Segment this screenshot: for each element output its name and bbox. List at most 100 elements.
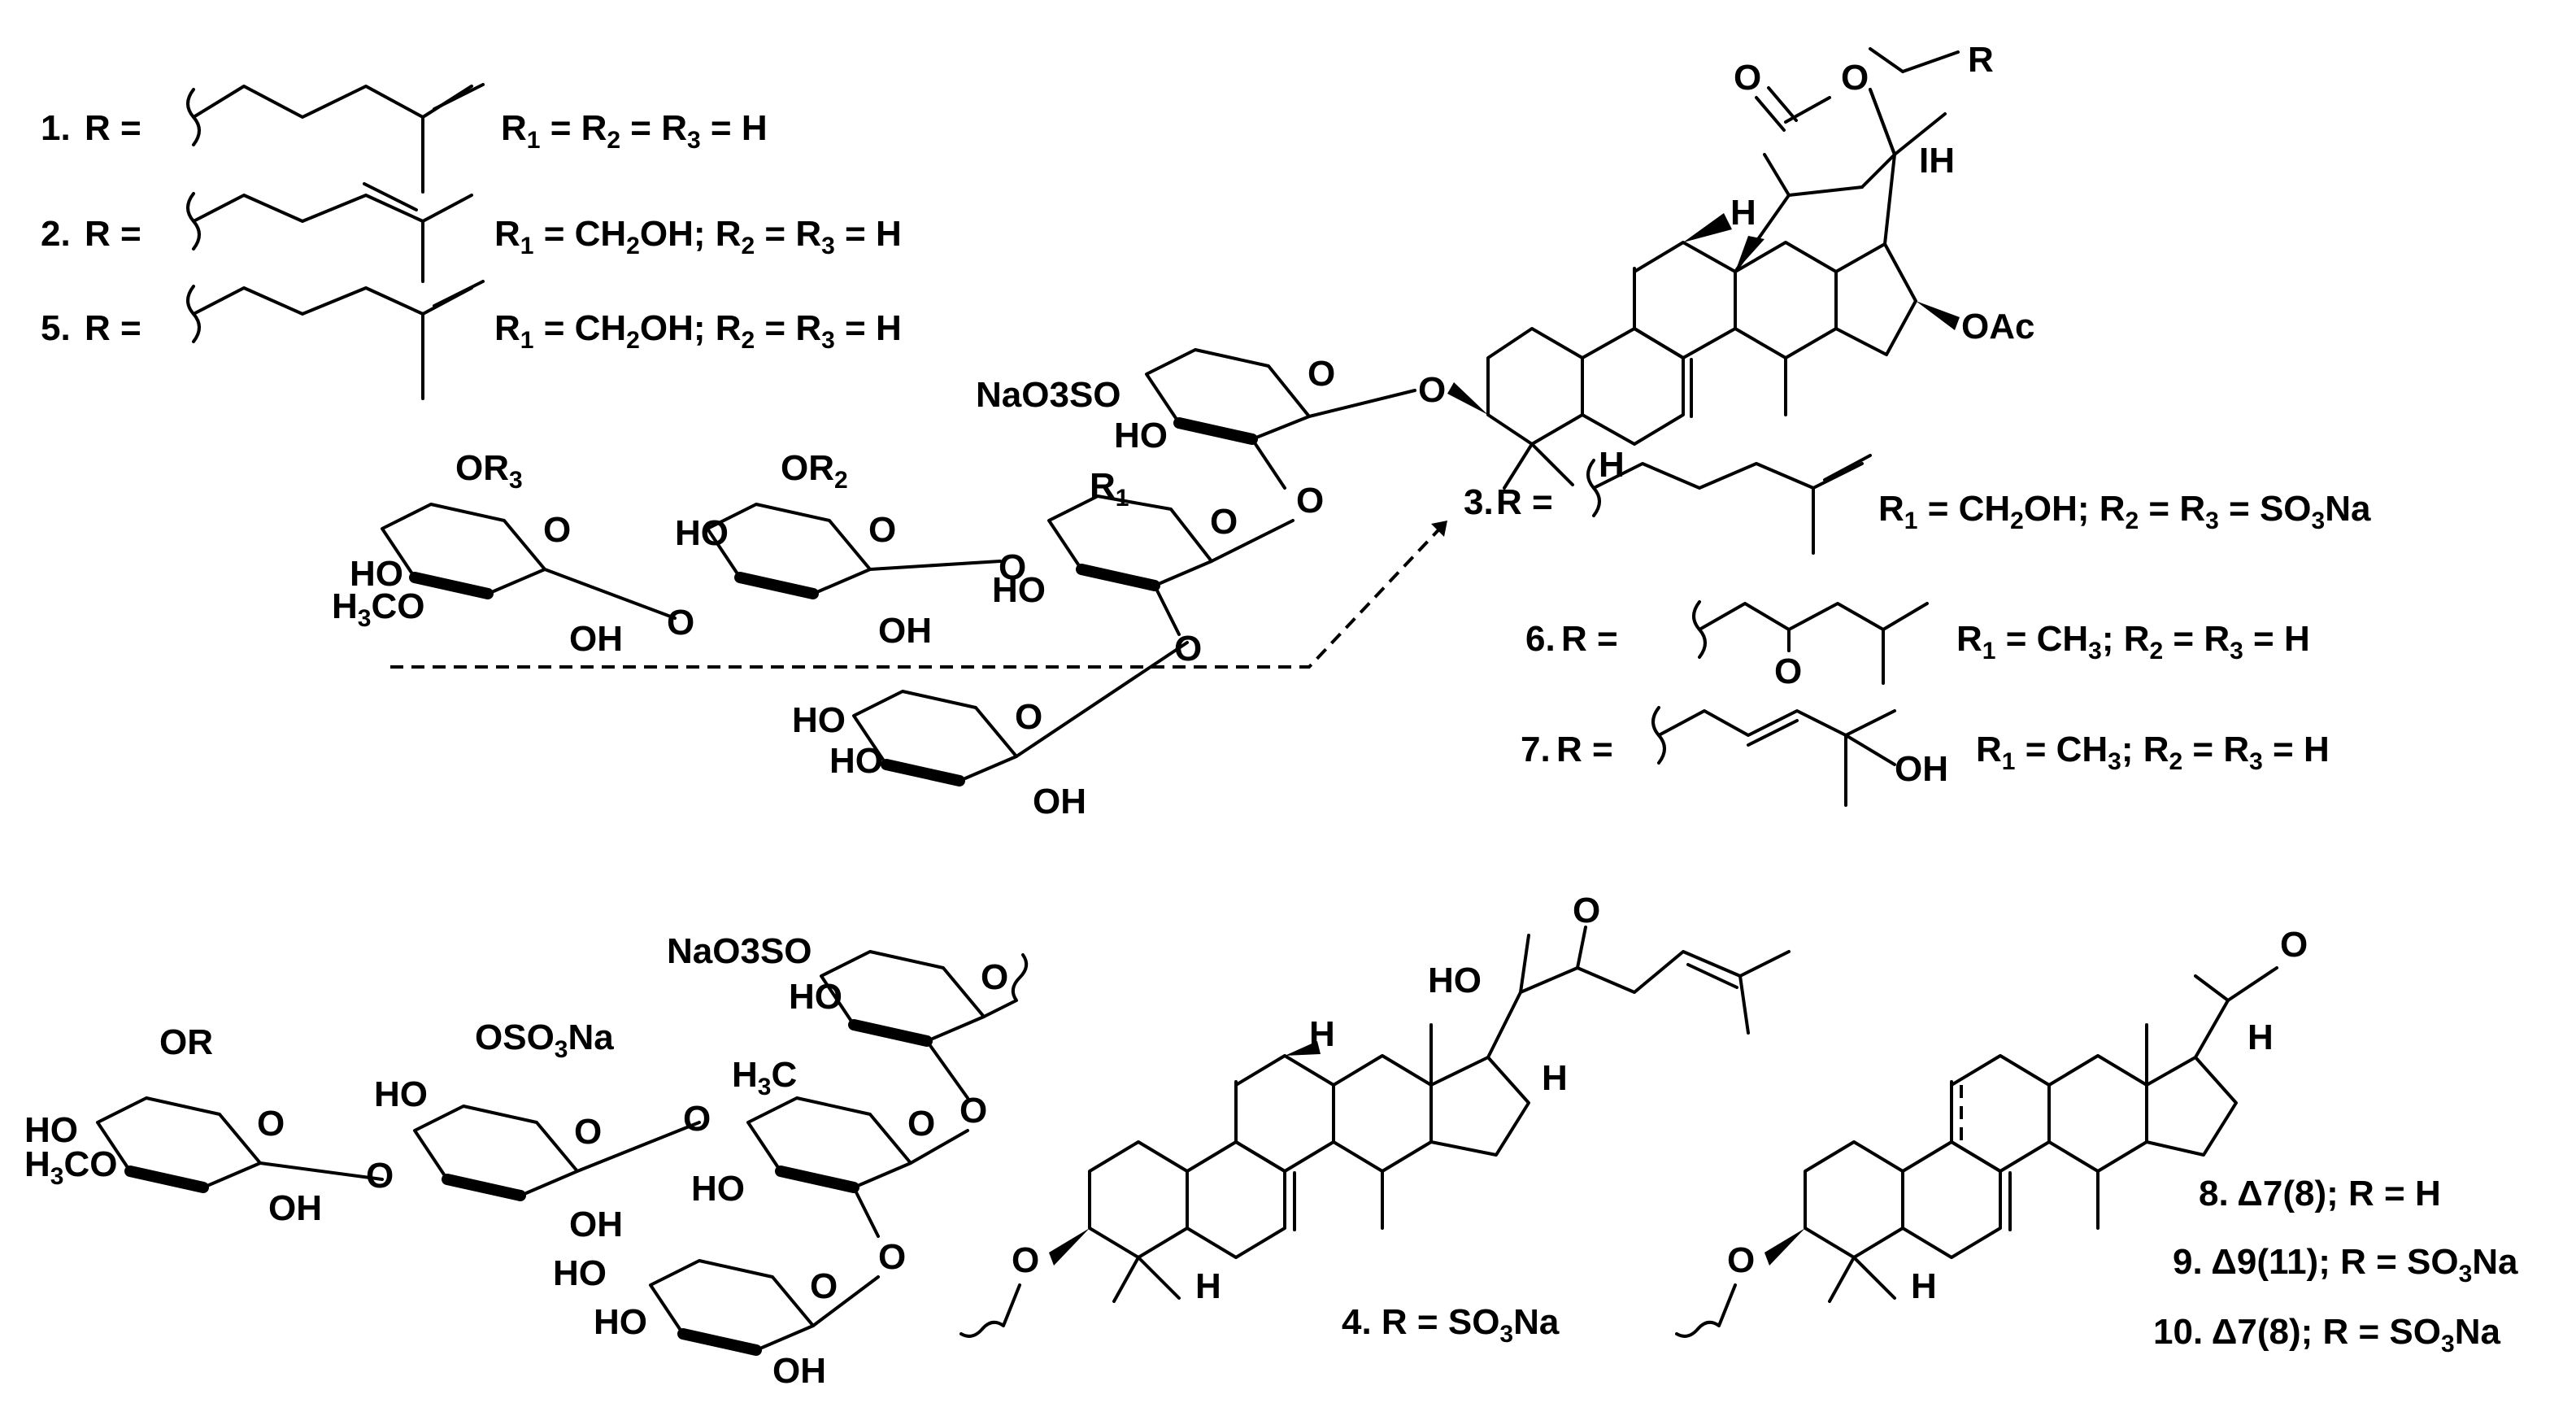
compound-6-r-eq: R = xyxy=(1561,619,1618,659)
or-label: OR xyxy=(159,1022,213,1062)
compound-8-label: 8. Δ7(8); R = H xyxy=(2199,1174,2441,1213)
quinovose-ring-bottom xyxy=(746,1096,912,1189)
atom-h-5-c: H xyxy=(1911,1266,1937,1306)
xylose-ring-bottom xyxy=(820,950,986,1043)
aglycone-compound-8-10: O H H O 8. Δ7(8); R = H 9. Δ9(11); R = S… xyxy=(1675,925,2518,1357)
sugar-chain-bottom: O NaO3SO HO O O H3C HO O O OSO3Na HO OH … xyxy=(24,931,1029,1391)
methylglucose-ring-o: O xyxy=(543,510,571,550)
glucose-ring-bottom xyxy=(413,1105,579,1197)
quinovose-ring-o: O xyxy=(1210,502,1238,542)
oh-label: HO xyxy=(675,513,729,553)
ketone-o-8: O xyxy=(2280,925,2308,965)
link-o-b4: O xyxy=(366,1156,394,1196)
oh-label: OH xyxy=(1895,749,1948,789)
compound-6-number: 6. xyxy=(1525,619,1556,659)
aglycone-top: O O R IH H OAc H O xyxy=(1418,40,2034,490)
xylose-branch-bottom-o: O xyxy=(810,1266,838,1306)
xylose-ring-o: O xyxy=(1308,354,1335,394)
r1-label: R1 xyxy=(1090,466,1129,512)
or2-label: OR2 xyxy=(781,448,848,494)
h3co-label: H3CO xyxy=(332,586,424,632)
compound-5-number: 5. xyxy=(41,308,71,348)
link-o-b1: O xyxy=(959,1091,987,1131)
xylose-branch-o: O xyxy=(1015,697,1042,737)
compound-10-label: 10. Δ7(8); R = SO3Na xyxy=(2153,1312,2500,1357)
compound-7-substituents: R1 = CH3; R2 = R3 = H xyxy=(1976,730,2330,775)
ring-b xyxy=(1581,327,1685,446)
side-chain-1 xyxy=(192,85,473,119)
compound-2-substituents: R1 = CH2OH; R2 = R3 = H xyxy=(494,214,902,259)
oh-label: OH xyxy=(772,1351,826,1391)
oh-label: OH xyxy=(1033,782,1086,821)
glucose-bottom-o: O xyxy=(574,1112,602,1152)
compound-5-legend: 5. R = R1 = CH2OH; R2 = R3 = H xyxy=(41,280,902,400)
xylose-branch-bottom xyxy=(649,1259,815,1352)
compound-1-number: 1. xyxy=(41,108,71,148)
h3c-label: H3C xyxy=(732,1055,797,1100)
compound-1-legend: 1. R = R1 = R2 = R3 = H xyxy=(41,83,768,194)
atom-oac: OAc xyxy=(1961,307,2034,346)
sugar-chain-top: O NaO3SO HO O O R1 HO O O OR2 HO OH O O … xyxy=(332,348,1449,821)
ring-c xyxy=(1633,241,1737,359)
oh-label: HO xyxy=(829,741,883,781)
methylglucose-bottom-o: O xyxy=(257,1104,285,1144)
oh-label: OH xyxy=(569,1205,623,1244)
link-o-b2: O xyxy=(878,1237,906,1277)
atom-o-3b: O xyxy=(1012,1240,1039,1280)
oh-label: OH xyxy=(569,619,623,659)
compound-6-legend: 6. R = O R1 = CH3; R2 = R3 = H xyxy=(1525,600,2310,691)
oh-label: HO xyxy=(691,1169,745,1209)
oh-label: HO xyxy=(350,554,403,594)
compound-3-substituents: R1 = CH2OH; R2 = R3 = SO3Na xyxy=(1878,489,2371,534)
compound-2-number: 2. xyxy=(41,214,71,254)
atom-r: R xyxy=(1968,40,1994,80)
compound-4-label: 4. R = SO3Na xyxy=(1342,1302,1560,1348)
methylglucose-ring-bottom xyxy=(96,1096,262,1189)
ketone-o-4: O xyxy=(1573,891,1600,930)
compound-3-r-eq: R = xyxy=(1496,482,1553,522)
atom-o-3c: O xyxy=(1727,1240,1755,1280)
atom-o-3: O xyxy=(1418,370,1446,410)
compound-1-r-eq: R = xyxy=(85,108,141,148)
oh-label: HO xyxy=(24,1110,78,1150)
atom-h-17b: H xyxy=(2247,1017,2274,1057)
compound-7-r-eq: R = xyxy=(1556,730,1613,769)
compound-5-substituents: R1 = CH2OH; R2 = R3 = H xyxy=(494,308,902,354)
or3-label: OR3 xyxy=(455,448,523,494)
link-o-3: O xyxy=(999,547,1026,587)
compound-2-r-eq: R = xyxy=(85,214,141,254)
link-o: O xyxy=(1296,481,1324,521)
compound-7-number: 7. xyxy=(1521,730,1551,769)
link-o-4: O xyxy=(667,603,694,643)
glucose-ring-o: O xyxy=(868,510,896,550)
glucose-ring-2 xyxy=(706,503,872,595)
sulfate-label-bottom: NaO3SO xyxy=(667,931,812,971)
oh-label: HO xyxy=(1428,961,1482,1000)
ring-e xyxy=(1834,242,1917,356)
compound-2-legend: 2. R = R1 = CH2OH; R2 = R3 = H xyxy=(41,182,902,283)
oh-label: HO xyxy=(553,1253,607,1293)
atom-h-9-b: H xyxy=(1309,1014,1335,1054)
oh-label: OH xyxy=(878,611,932,651)
side-chain-5 xyxy=(192,286,473,316)
aglycone-compound-4: H HO O H H O 4. R = SO3Na xyxy=(959,891,1791,1348)
oh-label: OH xyxy=(268,1188,322,1228)
compound-7-legend: 7. R = OH R1 = CH3; R2 = R3 = H xyxy=(1521,706,2330,807)
oh-label: HO xyxy=(792,700,846,740)
atom-h-5-b: H xyxy=(1195,1266,1221,1306)
oso3na-label: OSO3Na xyxy=(475,1017,614,1063)
compound-3-number: 3. xyxy=(1464,482,1494,522)
dashed-arrow xyxy=(390,519,1449,669)
compound-9-label: 9. Δ9(11); R = SO3Na xyxy=(2173,1242,2518,1288)
ring-a xyxy=(1486,327,1584,446)
atom-o-carbonyl: O xyxy=(1734,58,1761,98)
atom-h-17: H xyxy=(1542,1058,1568,1098)
compound-6-substituents: R1 = CH3; R2 = R3 = H xyxy=(1956,619,2310,664)
atom-o-ring: O xyxy=(1841,58,1869,98)
oh-label: HO xyxy=(374,1074,428,1114)
quinovose-bottom-o: O xyxy=(907,1104,935,1144)
side-chain-2 xyxy=(192,194,473,223)
oh-label: HO xyxy=(594,1302,647,1342)
